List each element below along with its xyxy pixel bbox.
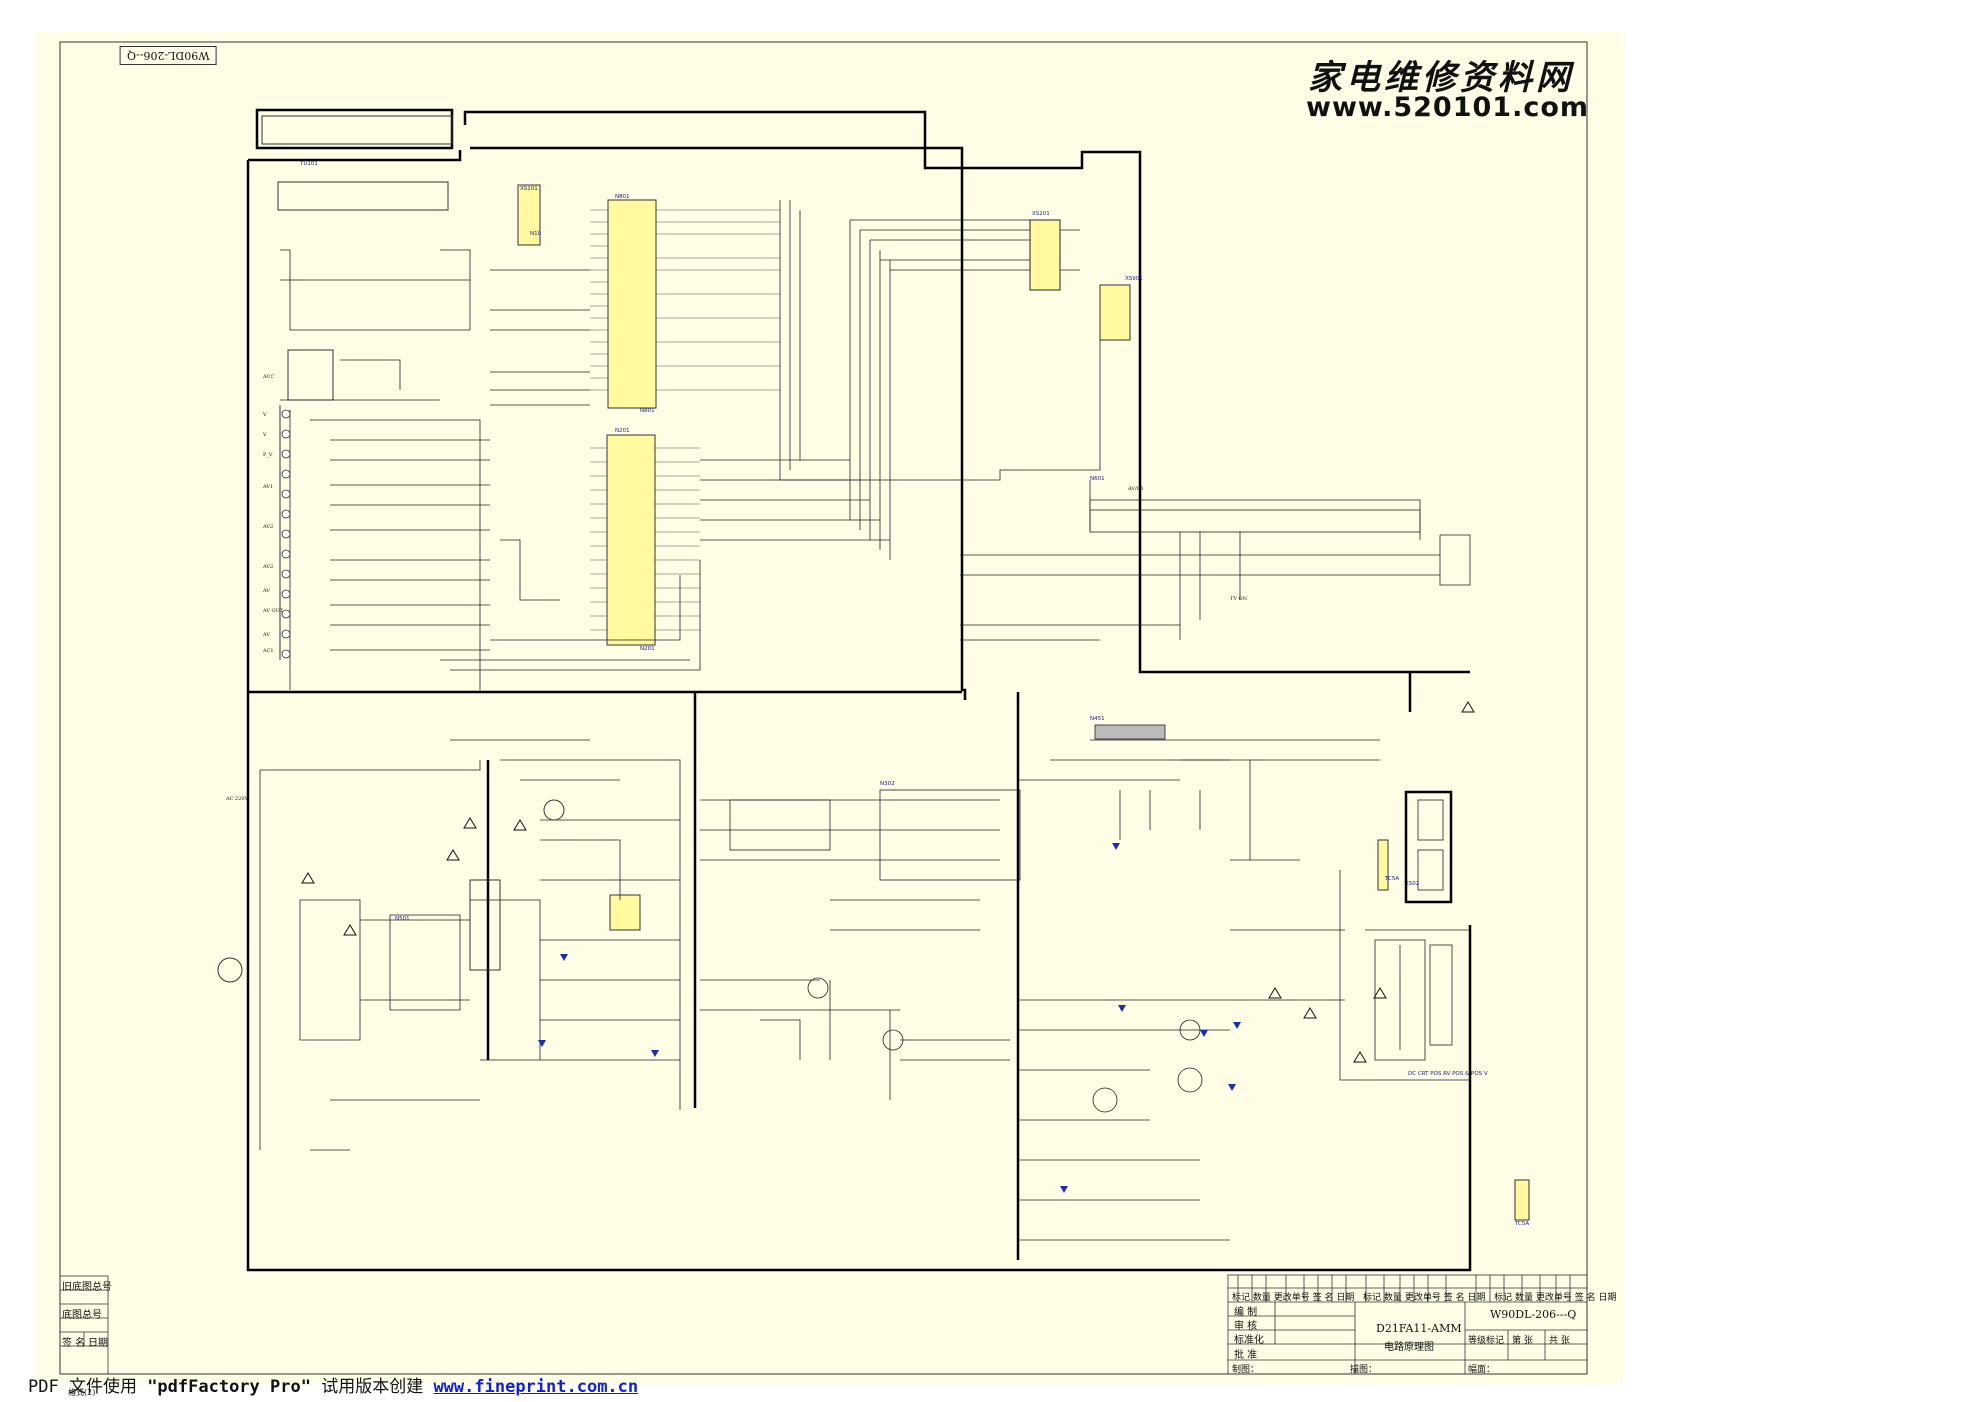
- hdr-col-12: 数量: [1514, 1293, 1533, 1303]
- svg-text:AV: AV: [262, 588, 270, 594]
- svg-text:AV1: AV1: [262, 484, 273, 490]
- svg-text:TV ON: TV ON: [1230, 596, 1248, 602]
- model-number: D21FA11-AMM: [1376, 1322, 1462, 1335]
- bottom-label-2: 描图：: [1350, 1365, 1378, 1375]
- bottom-label-3: 幅面：: [1468, 1365, 1496, 1375]
- svg-text:TC5A: TC5A: [1384, 876, 1399, 882]
- svg-text:TU101: TU101: [299, 161, 318, 167]
- svg-text:TC5A: TC5A: [1514, 1221, 1529, 1227]
- watermark-cn: 家电维修资料网: [1308, 58, 1574, 98]
- svg-text:ACC: ACC: [262, 374, 274, 380]
- ic-main-mcu: [607, 199, 657, 409]
- svg-text:AV2: AV2: [262, 564, 273, 570]
- row-label-1: 编 制: [1234, 1307, 1258, 1318]
- drawing-code: W90DL-206---Q: [1490, 1308, 1577, 1321]
- schematic-sheet: [35, 32, 1623, 1384]
- svg-text:N10: N10: [530, 231, 542, 237]
- svg-text:N451: N451: [1090, 716, 1105, 722]
- row-label-2: 审 核: [1234, 1321, 1258, 1332]
- ic-av-switch: [606, 434, 656, 646]
- hdr-col-14: 签 名: [1574, 1293, 1596, 1303]
- hdr-col-4: 签 名: [1312, 1293, 1334, 1303]
- margin-sign: 签 名: [62, 1338, 86, 1349]
- svg-text:N801: N801: [640, 408, 655, 414]
- title-block: [1227, 1274, 1588, 1375]
- margin-base: 底图总号: [62, 1310, 102, 1321]
- svg-text:AV OUT: AV OUT: [262, 608, 284, 614]
- pdf-footer: PDF 文件使用 "pdfFactory Pro" 试用版本创建 www.fin…: [28, 1372, 638, 1397]
- svg-text:XS901: XS901: [1125, 276, 1143, 282]
- hdr-col-7: 数量: [1383, 1293, 1402, 1303]
- svg-text:AV2: AV2: [262, 524, 273, 530]
- svg-text:N201: N201: [615, 428, 630, 434]
- title-header-cols: 标记 数量 更改单号 签 名 日期 标记 数量 更改单号 签 名 日期 标记 数…: [1232, 1290, 1617, 1303]
- margin-date: 日期: [88, 1338, 108, 1349]
- hdr-col-3: 更改单号: [1273, 1293, 1310, 1303]
- footer-link[interactable]: www.fineprint.com.cn: [433, 1377, 639, 1397]
- row-label-4: 批 准: [1234, 1350, 1258, 1361]
- svg-text:XS02: XS02: [1405, 881, 1419, 887]
- hdr-col-9: 签 名: [1443, 1293, 1465, 1303]
- svg-text:DC CRT POS RV POS & POS V: DC CRT POS RV POS & POS V: [1408, 1071, 1488, 1077]
- hdr-col-2: 数量: [1252, 1293, 1271, 1303]
- hdr-col-15: 日期: [1598, 1293, 1617, 1303]
- margin-old-base: 旧底图总号: [62, 1282, 112, 1293]
- svg-text:XS101: XS101: [520, 186, 538, 192]
- drawing-name: 电路原理图: [1384, 1342, 1434, 1353]
- svg-text:N601: N601: [1090, 476, 1105, 482]
- row-label-3: 标准化: [1234, 1335, 1264, 1346]
- svg-text:AV: AV: [262, 632, 270, 638]
- block-borders: [246, 108, 1472, 1272]
- hdr-col-6: 标记: [1363, 1293, 1382, 1303]
- footer-mid: 试用版本创建: [310, 1377, 434, 1397]
- hdr-col-10: 日期: [1467, 1293, 1486, 1303]
- svg-text:V: V: [262, 412, 267, 418]
- stage-label: 等级标记: [1468, 1336, 1505, 1346]
- footer-app: "pdfFactory Pro": [147, 1377, 311, 1397]
- svg-text:AV/C1: AV/C1: [1127, 486, 1144, 492]
- svg-text:N201: N201: [640, 646, 655, 652]
- svg-text:XS201: XS201: [1032, 211, 1050, 217]
- watermark-url: www.520101.com: [1306, 92, 1590, 123]
- total-label: 共 张: [1549, 1336, 1570, 1346]
- sheet-label: 第 张: [1512, 1336, 1533, 1346]
- ic-scart: [1029, 219, 1061, 291]
- hdr-col-1: 标记: [1232, 1293, 1251, 1303]
- bottom-label-1: 制图：: [1232, 1365, 1260, 1375]
- svg-text:AC 220V: AC 220V: [225, 796, 249, 802]
- svg-text:P_V: P_V: [263, 452, 273, 458]
- svg-text:AC1: AC1: [262, 648, 274, 654]
- svg-text:N501: N501: [395, 916, 410, 922]
- svg-text:N302: N302: [880, 781, 895, 787]
- hdr-col-8: 更改单号: [1404, 1293, 1441, 1303]
- footer-prefix: PDF 文件使用: [28, 1377, 148, 1397]
- margin-format: 格式(2): [68, 1388, 96, 1397]
- hdr-col-5: 日期: [1336, 1293, 1355, 1303]
- hdr-col-11: 标记: [1494, 1293, 1513, 1303]
- svg-text:N801: N801: [615, 194, 630, 200]
- svg-text:V: V: [262, 432, 267, 438]
- hdr-col-13: 更改单号: [1535, 1293, 1572, 1303]
